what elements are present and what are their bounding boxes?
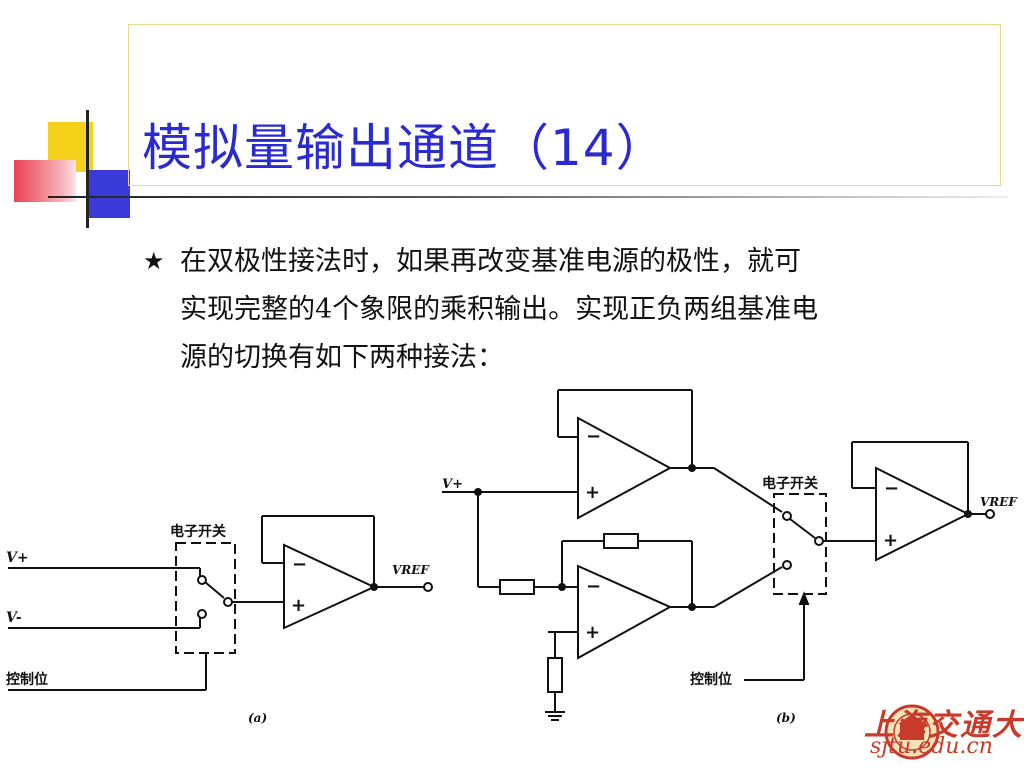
opamp-minus-b3: − bbox=[884, 478, 899, 499]
title-suffix: ） bbox=[615, 119, 667, 177]
opamp-minus-b2: − bbox=[586, 576, 601, 597]
bullet-line: 实现完整的4个象限的乘积输出。实现正负两组基准电 bbox=[180, 294, 819, 325]
logo-name: 上海交通大学 bbox=[864, 708, 1024, 743]
slide-title: 模拟量输出通道（14） bbox=[142, 108, 667, 180]
input-bottom-a: V- bbox=[6, 610, 22, 626]
caption-b: (b) bbox=[776, 711, 796, 725]
title-prefix: 模拟量输出通道（ bbox=[142, 119, 550, 177]
bullet-star-icon: ★ bbox=[143, 247, 165, 275]
title-number: 14 bbox=[550, 119, 616, 177]
bullet-line: 在双极性接法时，如果再改变基准电源的极性，就可 bbox=[180, 246, 801, 277]
opamp-plus-b2: + bbox=[585, 622, 600, 643]
switch-label-a: 电子开关 bbox=[170, 523, 226, 540]
decor-horizontal-line bbox=[48, 196, 1008, 198]
switch-label-b: 电子开关 bbox=[762, 475, 818, 492]
decor-vertical-line bbox=[86, 110, 89, 228]
decor-red-square bbox=[14, 160, 76, 202]
opamp-minus-a: − bbox=[292, 554, 307, 575]
title-frame bbox=[128, 24, 1001, 186]
input-label-b: V+ bbox=[442, 477, 463, 492]
caption-a: (a) bbox=[248, 711, 267, 725]
university-seal-icon bbox=[884, 704, 940, 760]
opamp-plus-b1: + bbox=[585, 482, 600, 503]
output-label-a: VREF bbox=[392, 563, 430, 577]
circuit-diagrams: 电子开关 V+ V- 控制位 VREF − + (a) V+ 电子开关 控制位 … bbox=[6, 389, 1018, 725]
logo-url: sjtu.edu.cn bbox=[870, 734, 993, 759]
opamp-plus-a: + bbox=[291, 595, 306, 616]
input-top-a: V+ bbox=[6, 550, 29, 566]
decor-blue-square bbox=[88, 170, 130, 218]
output-label-b: VREF bbox=[980, 495, 1018, 509]
opamp-plus-b3: + bbox=[883, 530, 898, 551]
control-label-a: 控制位 bbox=[6, 671, 48, 688]
opamp-minus-b1: − bbox=[586, 426, 601, 447]
bullet-text: 在双极性接法时，如果再改变基准电源的极性，就可 实现完整的4个象限的乘积输出。实… bbox=[180, 238, 980, 382]
control-label-b: 控制位 bbox=[690, 671, 732, 688]
bullet-line: 源的切换有如下两种接法： bbox=[180, 342, 504, 373]
